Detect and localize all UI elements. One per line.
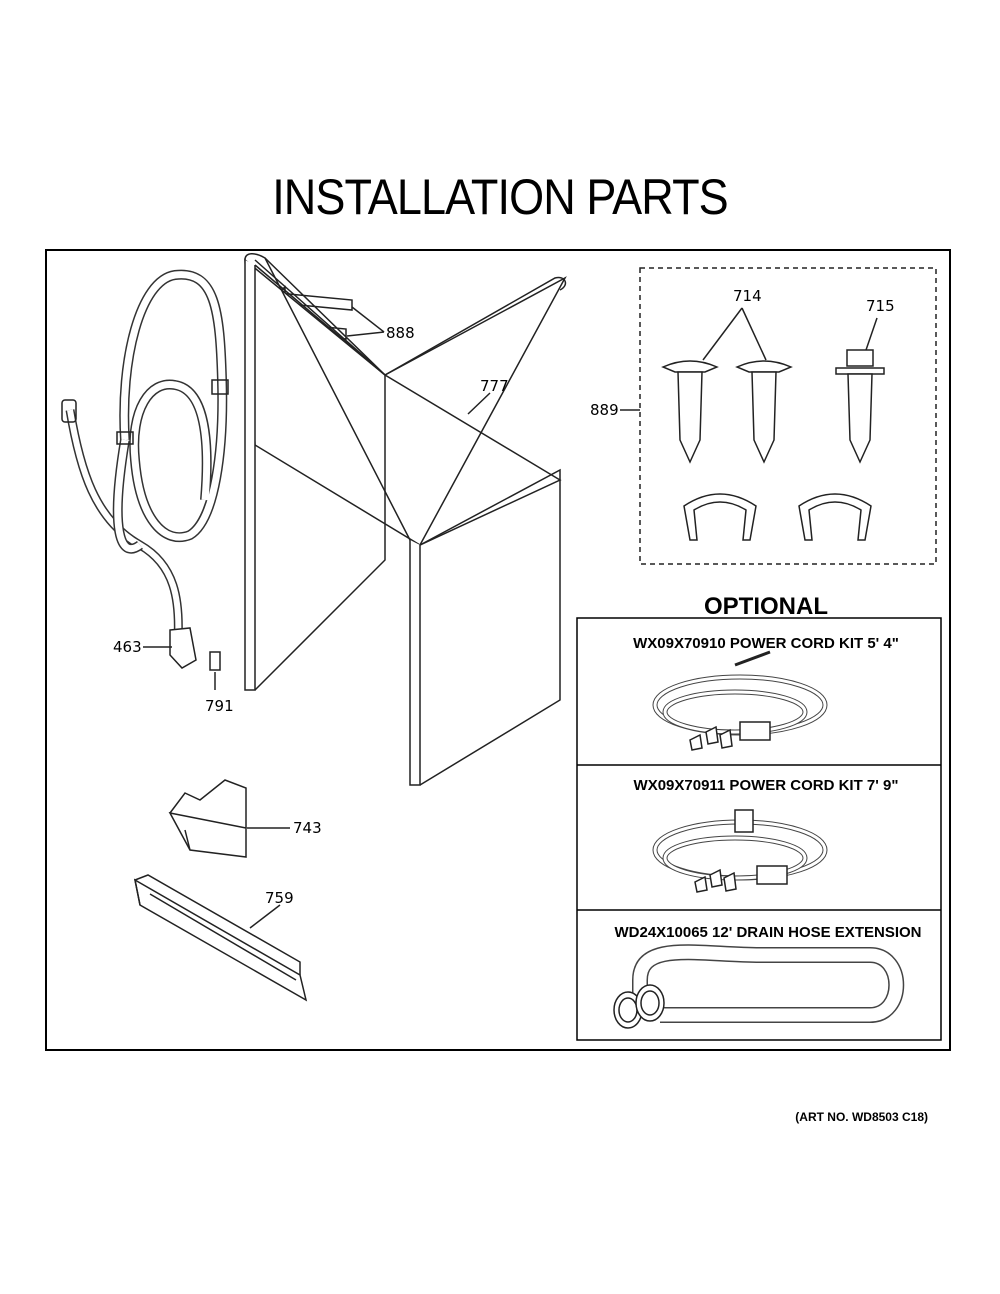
kit-label-1: WX09X70910 POWER CORD KIT 5' 4" xyxy=(633,635,899,652)
diagram-frame xyxy=(45,249,951,1051)
kit-label-2: WX09X70911 POWER CORD KIT 7' 9" xyxy=(634,777,899,794)
toe-kick-strip-illustration xyxy=(133,874,308,1002)
callout-791: 791 xyxy=(205,697,234,715)
screw-715-illustration xyxy=(835,349,885,464)
art-number: (ART NO. WD8503 C18) xyxy=(795,1110,928,1124)
junction-box-illustration xyxy=(168,779,247,858)
clip-right-illustration xyxy=(798,493,872,541)
power-cord-kit-1-illustration xyxy=(652,650,828,751)
callout-759: 759 xyxy=(265,889,294,907)
drain-hose-extension-illustration xyxy=(613,944,905,1029)
callout-714: 714 xyxy=(733,287,762,305)
callout-715: 715 xyxy=(866,297,895,315)
optional-heading: OPTIONAL xyxy=(704,593,828,620)
callout-777: 777 xyxy=(480,377,509,395)
screw-714-left-illustration xyxy=(661,360,719,464)
callout-889: 889 xyxy=(590,401,619,419)
callout-463: 463 xyxy=(113,638,142,656)
callout-888: 888 xyxy=(386,324,415,342)
hardware-kit-box xyxy=(639,267,937,565)
drain-hose-illustration xyxy=(61,269,229,669)
screw-714-right-illustration xyxy=(735,360,793,464)
clip-left-illustration xyxy=(683,493,757,541)
callout-743: 743 xyxy=(293,819,322,837)
power-cord-kit-2-illustration xyxy=(652,809,828,893)
page-title: INSTALLATION PARTS xyxy=(272,169,728,225)
hose-clamp-illustration xyxy=(209,651,221,671)
insulation-blanket-illustration xyxy=(244,253,567,786)
kit-label-3: WD24X10065 12' DRAIN HOSE EXTENSION xyxy=(614,924,921,941)
optional-panel xyxy=(576,617,942,1041)
